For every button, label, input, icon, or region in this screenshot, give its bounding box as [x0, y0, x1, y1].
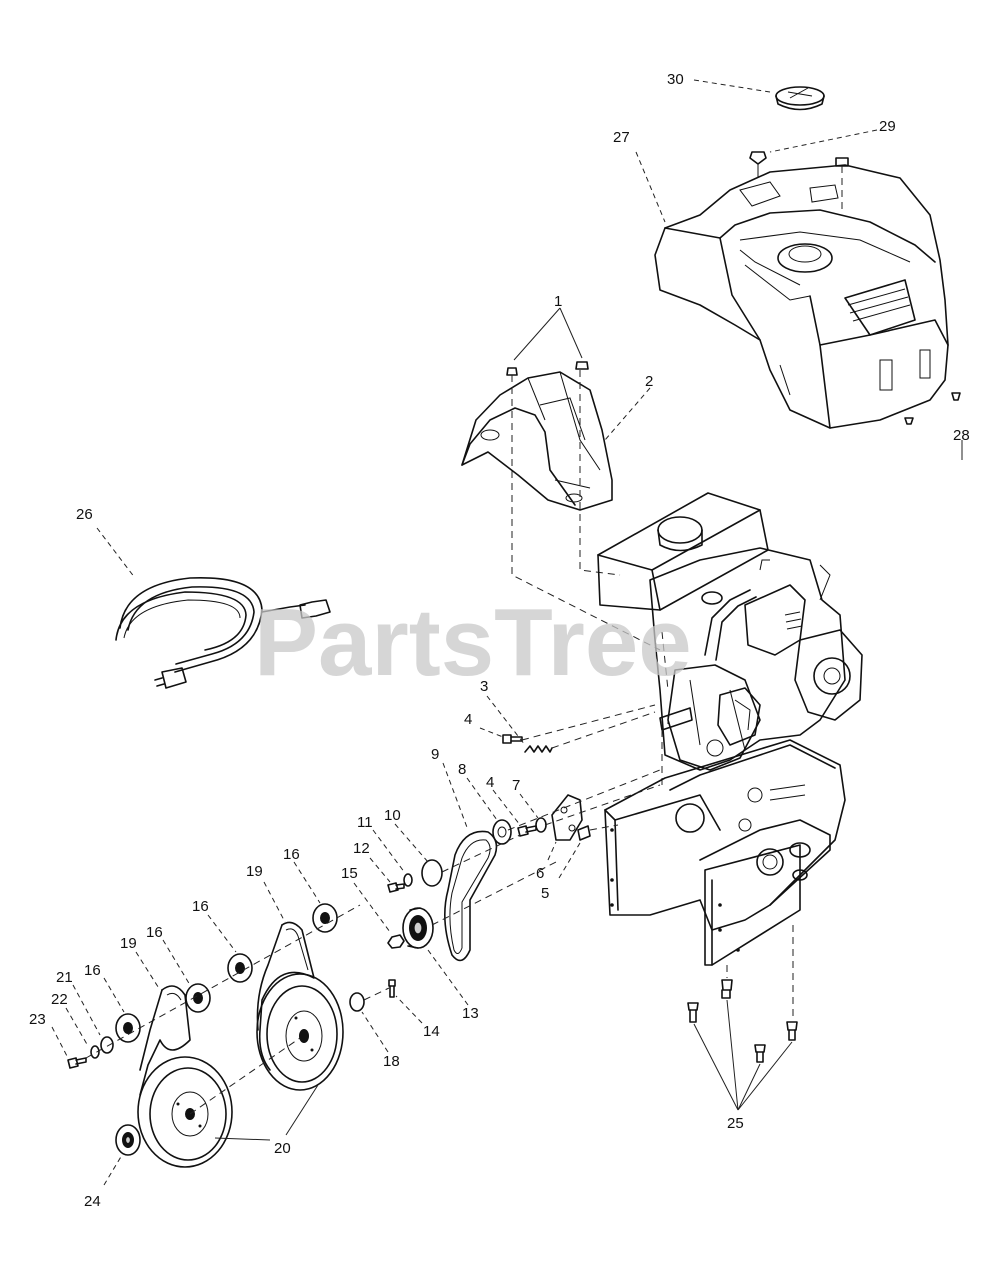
- washer-part-24[interactable]: [115, 1124, 141, 1156]
- callout-8[interactable]: 8: [458, 761, 466, 778]
- large-pulley-part-20b[interactable]: [137, 1056, 233, 1168]
- belt-cover-part-2[interactable]: [461, 371, 613, 511]
- callout-19-left[interactable]: 19: [120, 935, 137, 952]
- callout-2[interactable]: 2: [645, 373, 653, 390]
- callout-27[interactable]: 27: [613, 129, 630, 146]
- callout-21[interactable]: 21: [56, 969, 73, 986]
- large-pulley-part-20a[interactable]: [256, 973, 344, 1091]
- callout-15[interactable]: 15: [341, 865, 358, 882]
- lockwasher-part-22[interactable]: [90, 1045, 100, 1059]
- belt-part-9[interactable]: [444, 830, 498, 962]
- idler-arm-part-6[interactable]: [551, 794, 583, 841]
- callout-12[interactable]: 12: [353, 840, 370, 857]
- callout-16-left[interactable]: 16: [146, 924, 163, 941]
- callout-30[interactable]: 30: [667, 71, 684, 88]
- spacer-part-7[interactable]: [535, 817, 547, 833]
- engine-assembly[interactable]: [597, 492, 863, 771]
- shroud-screw-part-28[interactable]: [904, 392, 961, 425]
- washer-part-21[interactable]: [100, 1036, 114, 1054]
- shoulder-bolt-part-4[interactable]: [502, 734, 523, 744]
- callout-29[interactable]: 29: [879, 118, 896, 135]
- callout-16-far[interactable]: 16: [84, 962, 101, 979]
- callout-14[interactable]: 14: [423, 1023, 440, 1040]
- callout-23[interactable]: 23: [29, 1011, 46, 1028]
- callout-11[interactable]: 11: [357, 814, 373, 831]
- bolt-part-4b[interactable]: [517, 825, 537, 837]
- callout-6[interactable]: 6: [536, 865, 544, 882]
- callout-16-mid[interactable]: 16: [192, 898, 209, 915]
- washer-part-11[interactable]: [403, 873, 413, 887]
- belt-cover-screw-part-1[interactable]: [506, 361, 589, 376]
- watermark-text: PartsTree: [254, 589, 692, 696]
- bolt-part-5[interactable]: [577, 825, 591, 841]
- leader-lines: [51, 79, 963, 1186]
- washer-part-10[interactable]: [421, 859, 443, 887]
- washer-part-16a[interactable]: [312, 903, 338, 933]
- callout-26[interactable]: 26: [76, 506, 93, 523]
- callout-19-top[interactable]: 19: [246, 863, 263, 880]
- bolt-part-12[interactable]: [387, 882, 405, 893]
- nut-part-15[interactable]: [387, 934, 405, 949]
- callout-22[interactable]: 22: [51, 991, 68, 1008]
- frame-plates[interactable]: [604, 739, 846, 966]
- power-cord-part-26[interactable]: [115, 576, 331, 689]
- callout-7[interactable]: 7: [512, 777, 520, 794]
- shroud-nut-part-29[interactable]: [749, 151, 849, 210]
- bolt-part-14[interactable]: [388, 979, 396, 998]
- callout-9[interactable]: 9: [431, 746, 439, 763]
- callout-16-top[interactable]: 16: [283, 846, 300, 863]
- washer-part-16c[interactable]: [185, 983, 211, 1013]
- callout-24[interactable]: 24: [84, 1193, 101, 1210]
- washer-part-16d[interactable]: [115, 1013, 141, 1043]
- bolt-part-23[interactable]: [67, 1057, 87, 1069]
- callout-labels: 30 29 27 1 2 28 26 3 4 9 8 4 7 10 11 12 …: [29, 71, 970, 1210]
- callout-1[interactable]: 1: [554, 293, 562, 310]
- callout-3[interactable]: 3: [480, 678, 488, 695]
- callout-28[interactable]: 28: [953, 427, 970, 444]
- callout-13[interactable]: 13: [462, 1005, 479, 1022]
- callout-20[interactable]: 20: [274, 1140, 291, 1157]
- spring-part-3[interactable]: [524, 745, 553, 753]
- engine-shroud-part-27[interactable]: [654, 164, 949, 429]
- washer-part-18[interactable]: [349, 992, 365, 1012]
- callout-5[interactable]: 5: [541, 885, 549, 902]
- frame-bolts-part-25[interactable]: [687, 979, 798, 1063]
- callout-4[interactable]: 4: [464, 711, 472, 728]
- callout-4-lower[interactable]: 4: [486, 774, 494, 791]
- belt-part-19b[interactable]: [139, 985, 191, 1096]
- pulley-part-13[interactable]: [402, 907, 434, 949]
- washer-part-16b[interactable]: [227, 953, 253, 983]
- gas-cap-part-30[interactable]: [775, 86, 825, 111]
- callout-25[interactable]: 25: [727, 1115, 744, 1132]
- callout-18[interactable]: 18: [383, 1053, 400, 1070]
- callout-10[interactable]: 10: [384, 807, 401, 824]
